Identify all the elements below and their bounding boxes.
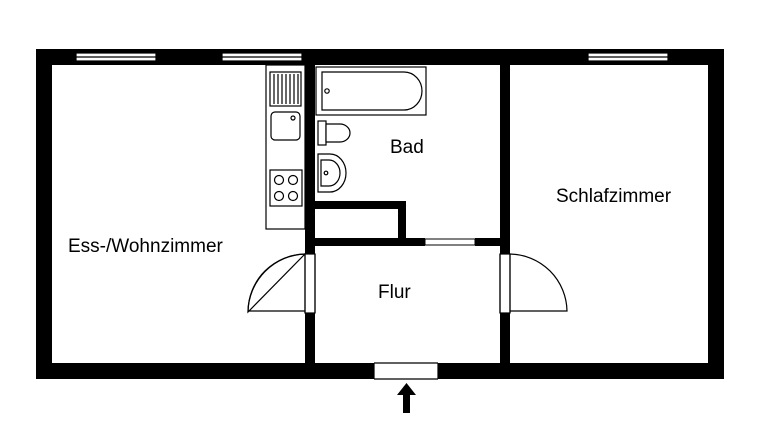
entrance-door — [373, 362, 439, 380]
stove-icon — [269, 169, 303, 207]
door-swings — [247, 253, 568, 314]
door-living — [247, 253, 307, 314]
outer-walls — [36, 49, 724, 379]
bathtub-icon — [315, 66, 427, 116]
toilet-icon — [317, 120, 351, 146]
room-label-bedroom: Schlafzimmer — [556, 186, 672, 207]
windows — [75, 52, 669, 62]
door-bedroom — [509, 253, 568, 312]
wall-bedroom-lower — [500, 313, 510, 379]
wall-closet-side — [398, 201, 406, 246]
wall-right — [708, 49, 724, 379]
wall-living-upper — [305, 49, 315, 254]
room-label-bath: Bad — [390, 137, 424, 158]
washbasin-icon — [317, 153, 347, 193]
wall-closet-top — [310, 201, 406, 209]
arrow-up-icon — [397, 383, 416, 413]
sink-icon — [270, 111, 301, 141]
drainboard — [269, 71, 302, 107]
bath-fixtures — [315, 66, 427, 193]
wall-living-lower — [305, 313, 315, 379]
wall-left — [36, 49, 52, 379]
wall-bath-hall-right — [475, 238, 510, 246]
interior-walls — [305, 49, 510, 379]
wall-top — [36, 49, 724, 65]
bath-door — [424, 238, 476, 246]
room-label-hall: Flur — [378, 282, 411, 303]
wall-bedroom-upper — [500, 49, 510, 254]
kitchen-counter — [265, 64, 306, 230]
wall-bath-hall-left — [305, 238, 425, 246]
room-label-living: Ess-/Wohnzimmer — [68, 236, 224, 257]
